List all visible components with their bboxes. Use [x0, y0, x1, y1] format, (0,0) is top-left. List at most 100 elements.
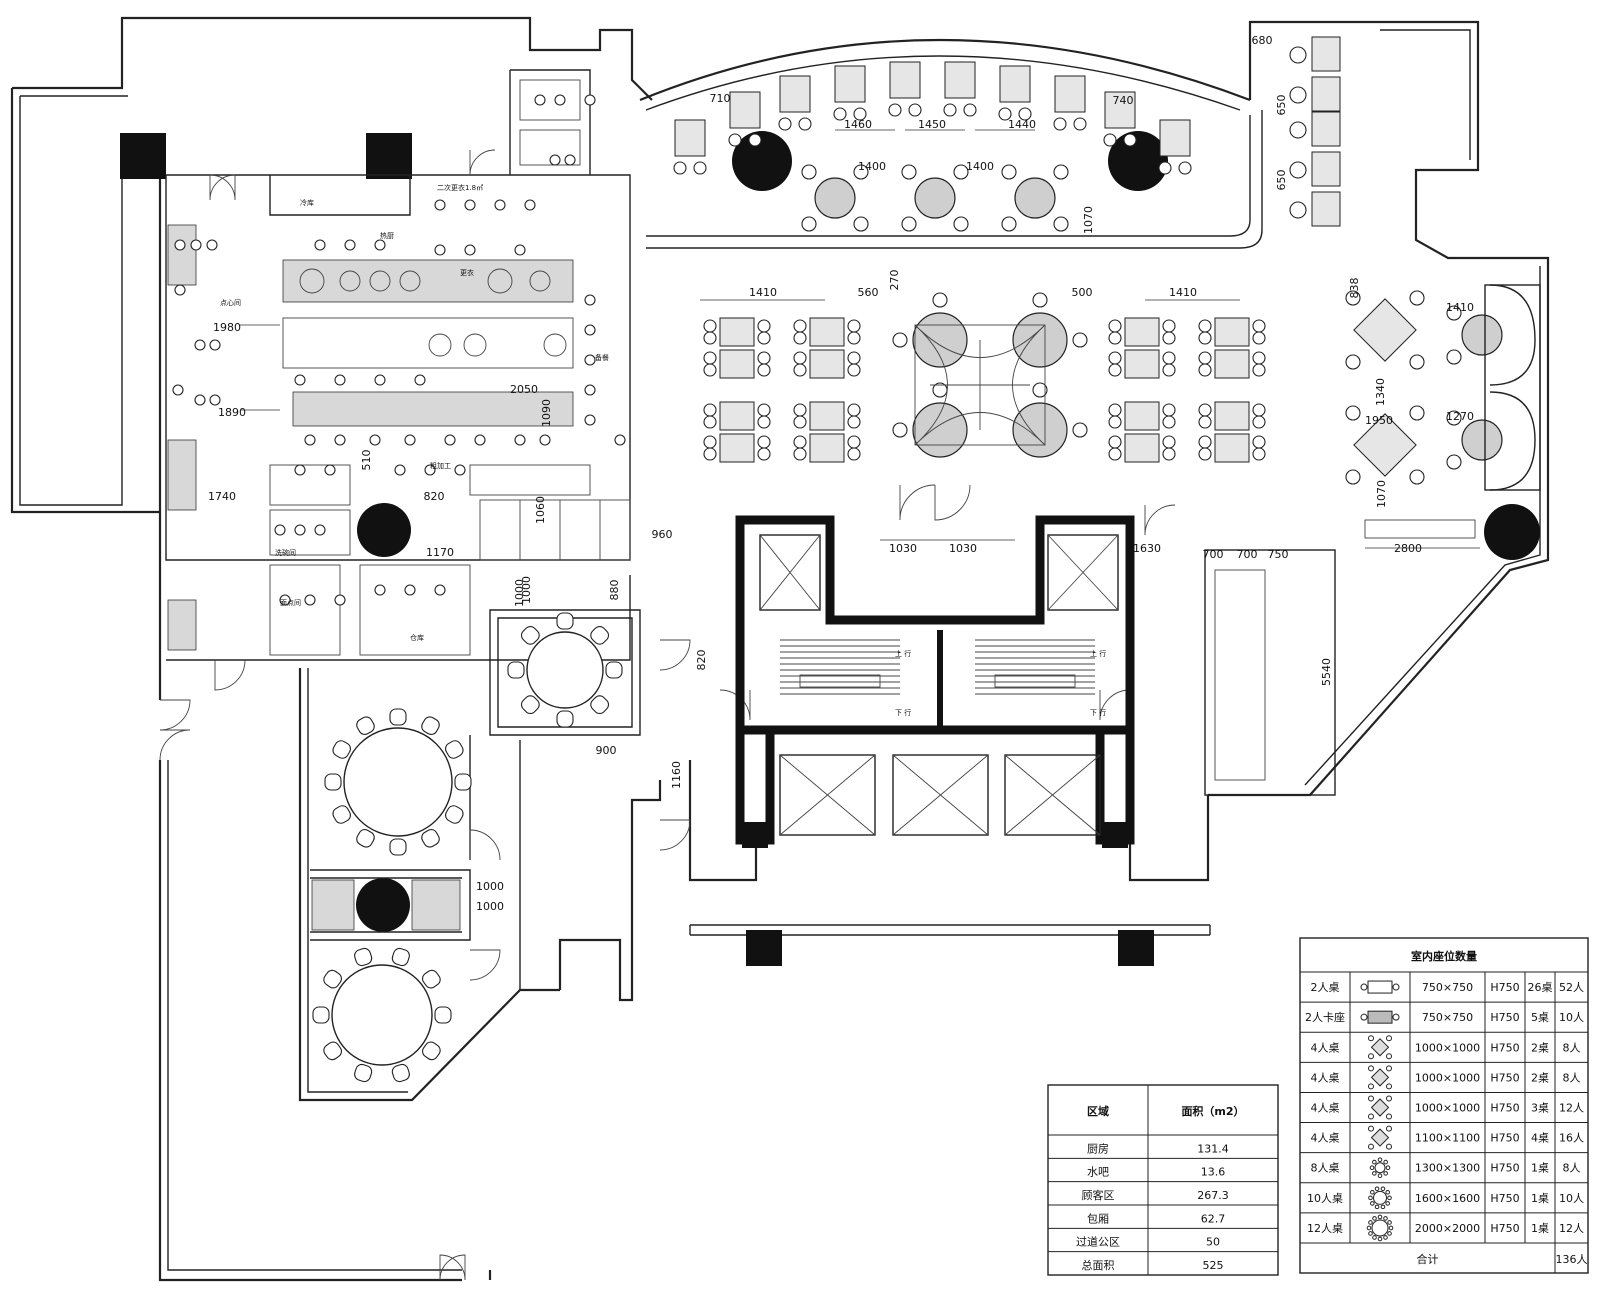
- kitchen-fixture: [209, 394, 221, 406]
- chair: [757, 351, 771, 365]
- chair: [324, 773, 342, 791]
- chair: [1108, 331, 1122, 345]
- kitchen-fixture: [374, 239, 386, 251]
- two-seat-table-icon: [1360, 980, 1400, 994]
- seat-table-count: 1桌: [1531, 1192, 1549, 1205]
- kitchen-fixture: [464, 199, 476, 211]
- kitchen-fixture: [394, 464, 406, 476]
- twelve-seat-round-table: [324, 708, 472, 856]
- two-seat-table: [703, 401, 771, 431]
- kitchen-fixture: [172, 384, 184, 396]
- dimension-label: 710: [710, 92, 731, 105]
- chair: [703, 351, 717, 365]
- seat-table-type: 10人桌: [1307, 1192, 1343, 1205]
- chair: [932, 292, 948, 308]
- chair: [507, 661, 525, 679]
- dimension-label: 650: [1275, 95, 1288, 116]
- dimension-label: 510: [360, 450, 373, 471]
- chair: [1108, 363, 1122, 377]
- chair: [422, 1041, 441, 1061]
- kitchen-fixture: [584, 354, 596, 366]
- dimension-label: 880: [608, 580, 621, 601]
- stair-direction-label: 上 行: [895, 649, 911, 658]
- seat-table-people: 10人: [1559, 1192, 1584, 1205]
- dimension-label: 1460: [844, 118, 872, 131]
- seat-table-size: 1000×1000: [1415, 1102, 1480, 1115]
- chair: [703, 435, 717, 449]
- chair: [1162, 415, 1176, 429]
- chair: [1409, 290, 1425, 306]
- four-seat-diagonal-table: [1345, 405, 1425, 485]
- kitchen-fixture: [539, 434, 551, 446]
- chair: [389, 708, 407, 726]
- area-name: 过道公区: [1076, 1235, 1120, 1249]
- chair: [1108, 415, 1122, 429]
- chair: [1409, 405, 1425, 421]
- chair: [1252, 319, 1266, 333]
- kitchen-fixture: [314, 239, 326, 251]
- dimension-label: 1890: [218, 406, 246, 419]
- seat-table-type: 8人桌: [1311, 1162, 1340, 1175]
- building-core: 上 行下 行上 行下 行: [735, 515, 1135, 848]
- chair: [556, 612, 574, 630]
- four-seat-quarter-table: [892, 382, 968, 458]
- kitchen-fixture: [424, 464, 436, 476]
- kitchen-fixture: [549, 154, 561, 166]
- chair: [1409, 469, 1425, 485]
- kitchen-room-label: 更衣: [460, 268, 474, 277]
- two-seat-booth: [1289, 191, 1341, 227]
- chair: [908, 103, 922, 117]
- kitchen-room-label: 洗碗间: [275, 548, 296, 557]
- dimension-label: 1070: [1375, 480, 1388, 508]
- chair: [757, 403, 771, 417]
- seat-table-size: 750×750: [1422, 1011, 1473, 1024]
- chair: [454, 773, 472, 791]
- two-seat-booth: [1053, 75, 1087, 131]
- chair: [757, 415, 771, 429]
- chair: [703, 447, 717, 461]
- chair: [793, 403, 807, 417]
- seat-table-size: 1600×1600: [1415, 1192, 1480, 1205]
- chair: [1072, 332, 1088, 348]
- kitchen-fixture: [434, 199, 446, 211]
- chair: [703, 403, 717, 417]
- chair: [1289, 161, 1307, 179]
- kitchen-fixture: [194, 394, 206, 406]
- chair: [703, 331, 717, 345]
- seat-table-total-value: 136人: [1556, 1253, 1588, 1266]
- kitchen-fixture: [564, 154, 576, 166]
- seat-table-size: 750×750: [1422, 981, 1473, 994]
- chair: [998, 107, 1012, 121]
- seat-table-count: 1桌: [1531, 1222, 1549, 1235]
- kitchen-fixture: [314, 524, 326, 536]
- chair: [1073, 117, 1087, 131]
- seat-table-height: H750: [1490, 1222, 1519, 1235]
- dimension-label: 2050: [510, 383, 538, 396]
- chair: [703, 363, 717, 377]
- chair: [1032, 382, 1048, 398]
- seat-table-people: 12人: [1559, 1222, 1584, 1235]
- chair: [354, 1063, 373, 1083]
- kitchen-fixture: [209, 339, 221, 351]
- chair: [778, 117, 792, 131]
- chair: [953, 164, 969, 180]
- kitchen-fixture: [404, 584, 416, 596]
- seat-table-title: 室内座位数量: [1411, 949, 1477, 963]
- four-seat-sofa-table-icon: [1368, 1065, 1392, 1090]
- four-seat-quarter-table: [1012, 292, 1088, 368]
- chair: [1252, 415, 1266, 429]
- kitchen-fixture: [454, 464, 466, 476]
- kitchen-fixture: [584, 384, 596, 396]
- stair-direction-label: 下 行: [895, 708, 911, 717]
- chair: [853, 164, 869, 180]
- dimension-label: 820: [695, 650, 708, 671]
- dimension-label: 1000: [513, 579, 526, 607]
- chair: [757, 435, 771, 449]
- dimension-label: 680: [1252, 34, 1273, 47]
- chair: [953, 216, 969, 232]
- kitchen-fixture: [190, 239, 202, 251]
- seat-table-height: H750: [1490, 1162, 1519, 1175]
- chair: [1162, 403, 1176, 417]
- dimension-label: 750: [1268, 548, 1289, 561]
